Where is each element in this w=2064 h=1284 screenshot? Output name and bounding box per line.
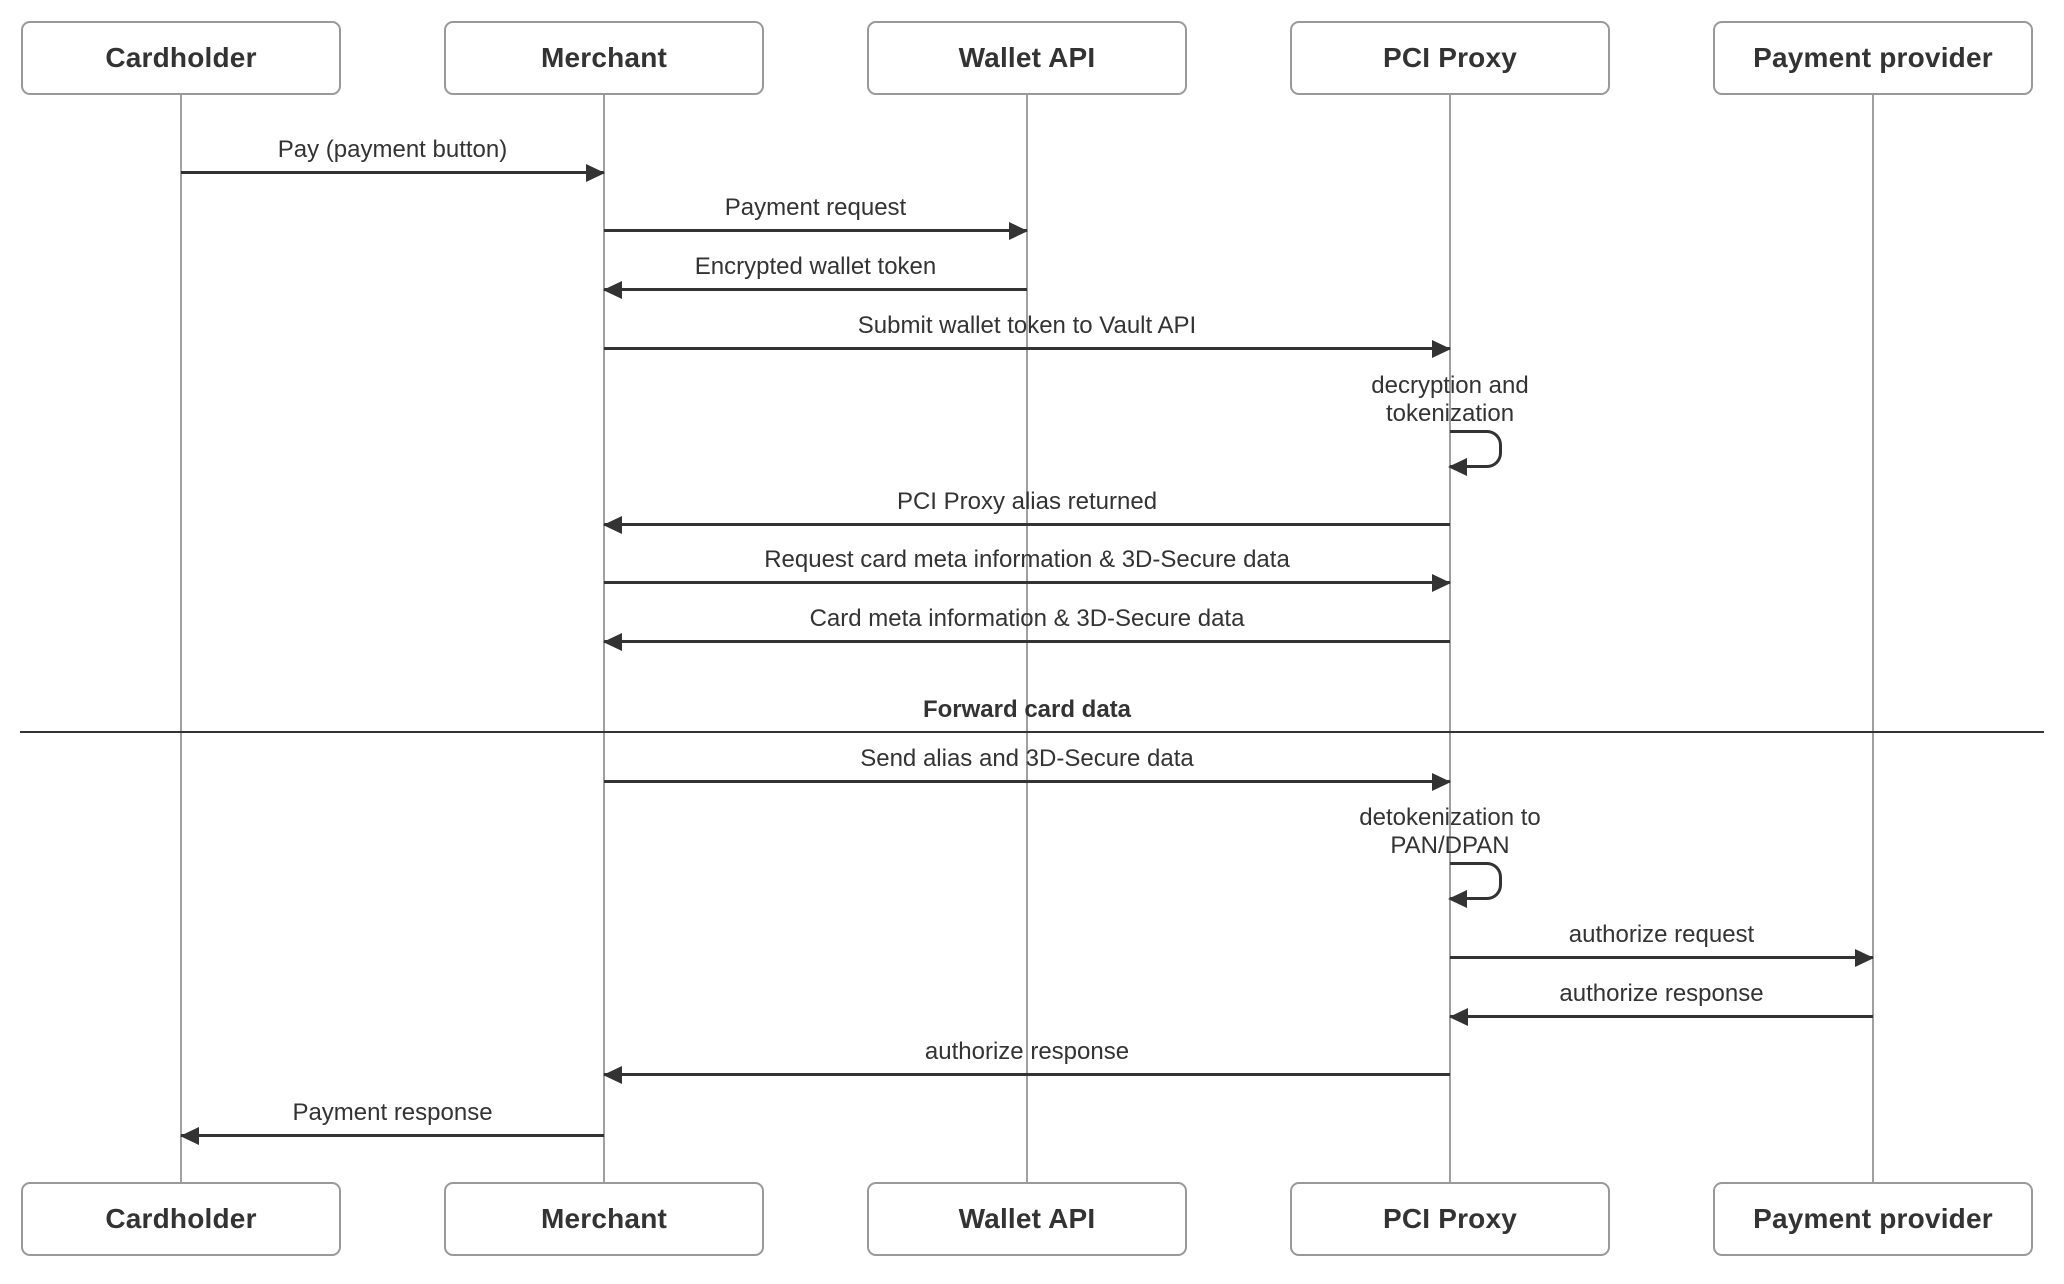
actor-label: PCI Proxy bbox=[1382, 1203, 1518, 1234]
arrowhead-left-icon bbox=[603, 1066, 622, 1084]
message-authorize-response-merchant: authorize response bbox=[603, 1032, 1450, 1084]
actor-label: Wallet API bbox=[958, 42, 1096, 73]
divider-line bbox=[20, 731, 2044, 733]
arrowhead-left-icon bbox=[180, 1127, 199, 1145]
message-alias-returned: PCI Proxy alias returned bbox=[603, 482, 1450, 534]
actor-bottom-merchant: Merchant bbox=[444, 1182, 764, 1256]
actor-bottom-cardholder: Cardholder bbox=[21, 1182, 341, 1256]
message-label: PCI Proxy alias returned bbox=[896, 488, 1158, 515]
message-label: Encrypted wallet token bbox=[694, 253, 937, 280]
actor-label: PCI Proxy bbox=[1382, 42, 1518, 73]
message-label: Card meta information & 3D-Secure data bbox=[809, 605, 1245, 632]
actor-bottom-payment-provider: Payment provider bbox=[1713, 1182, 2033, 1256]
actor-label: Wallet API bbox=[958, 1203, 1096, 1234]
message-label: authorize request bbox=[1568, 921, 1755, 948]
arrowhead-left-icon bbox=[603, 281, 622, 299]
actor-label: Payment provider bbox=[1753, 1203, 1993, 1234]
message-label: Pay (payment button) bbox=[277, 136, 508, 163]
message-label: Send alias and 3D-Secure data bbox=[860, 745, 1194, 772]
lifeline-pci-proxy bbox=[1449, 95, 1451, 1182]
selfloop-label-detokenization: detokenization to PAN/DPAN bbox=[1359, 804, 1541, 859]
arrow-line bbox=[604, 640, 1450, 643]
message-payment-request: Payment request bbox=[604, 188, 1028, 240]
arrow-line bbox=[604, 523, 1450, 526]
arrowhead-right-icon bbox=[1432, 340, 1451, 358]
lifeline-wallet-api bbox=[1026, 95, 1028, 1182]
actor-bottom-pci-proxy: PCI Proxy bbox=[1290, 1182, 1610, 1256]
divider-label: Forward card data bbox=[922, 696, 1132, 723]
arrow-line bbox=[604, 347, 1450, 350]
actor-top-cardholder: Cardholder bbox=[21, 21, 341, 95]
selfloop-decryption bbox=[1448, 430, 1502, 476]
arrowhead-right-icon bbox=[1432, 773, 1451, 791]
selfloop-detokenization bbox=[1448, 862, 1502, 908]
arrow-line bbox=[604, 1073, 1450, 1076]
selfloop-label-decryption: decryption and tokenization bbox=[1371, 372, 1529, 427]
message-payment-response: Payment response bbox=[180, 1093, 604, 1145]
arrowhead-left-icon bbox=[603, 516, 622, 534]
arrow-line bbox=[1450, 956, 1873, 959]
lifeline-payment-provider bbox=[1872, 95, 1874, 1182]
actor-top-wallet-api: Wallet API bbox=[867, 21, 1187, 95]
message-encrypted-wallet-token: Encrypted wallet token bbox=[603, 247, 1027, 299]
actor-label: Cardholder bbox=[105, 42, 257, 73]
message-authorize-request: authorize request bbox=[1450, 915, 1874, 967]
actor-label: Cardholder bbox=[105, 1203, 257, 1234]
actor-top-payment-provider: Payment provider bbox=[1713, 21, 2033, 95]
arrowhead-left-icon bbox=[1448, 890, 1467, 908]
message-label: Payment request bbox=[724, 194, 907, 221]
arrow-line bbox=[604, 581, 1450, 584]
message-label: Payment response bbox=[292, 1099, 493, 1126]
arrowhead-right-icon bbox=[1855, 949, 1874, 967]
arrowhead-left-icon bbox=[1448, 458, 1467, 476]
message-card-meta: Card meta information & 3D-Secure data bbox=[603, 599, 1450, 651]
arrowhead-right-icon bbox=[586, 164, 605, 182]
arrowhead-left-icon bbox=[1449, 1008, 1468, 1026]
actor-top-pci-proxy: PCI Proxy bbox=[1290, 21, 1610, 95]
actor-label: Merchant bbox=[540, 42, 668, 73]
message-request-card-meta: Request card meta information & 3D-Secur… bbox=[604, 540, 1451, 592]
arrow-line bbox=[604, 229, 1027, 232]
message-authorize-response-provider: authorize response bbox=[1449, 974, 1873, 1026]
actor-top-merchant: Merchant bbox=[444, 21, 764, 95]
arrowhead-left-icon bbox=[603, 633, 622, 651]
actor-label: Payment provider bbox=[1753, 42, 1993, 73]
arrowhead-right-icon bbox=[1009, 222, 1028, 240]
arrow-line bbox=[604, 288, 1027, 291]
message-send-alias: Send alias and 3D-Secure data bbox=[604, 739, 1451, 791]
message-label: authorize response bbox=[924, 1038, 1130, 1065]
message-label: Submit wallet token to Vault API bbox=[857, 312, 1197, 339]
lifeline-cardholder bbox=[180, 95, 182, 1182]
arrow-line bbox=[181, 1134, 604, 1137]
message-pay: Pay (payment button) bbox=[181, 130, 605, 182]
arrow-line bbox=[1450, 1015, 1873, 1018]
actor-label: Merchant bbox=[540, 1203, 668, 1234]
message-label: authorize response bbox=[1559, 980, 1764, 1007]
arrow-line bbox=[604, 780, 1450, 783]
arrow-line bbox=[181, 171, 604, 174]
arrowhead-right-icon bbox=[1432, 574, 1451, 592]
message-label: Request card meta information & 3D-Secur… bbox=[764, 546, 1290, 573]
message-submit-wallet-token: Submit wallet token to Vault API bbox=[604, 306, 1451, 358]
actor-bottom-wallet-api: Wallet API bbox=[867, 1182, 1187, 1256]
